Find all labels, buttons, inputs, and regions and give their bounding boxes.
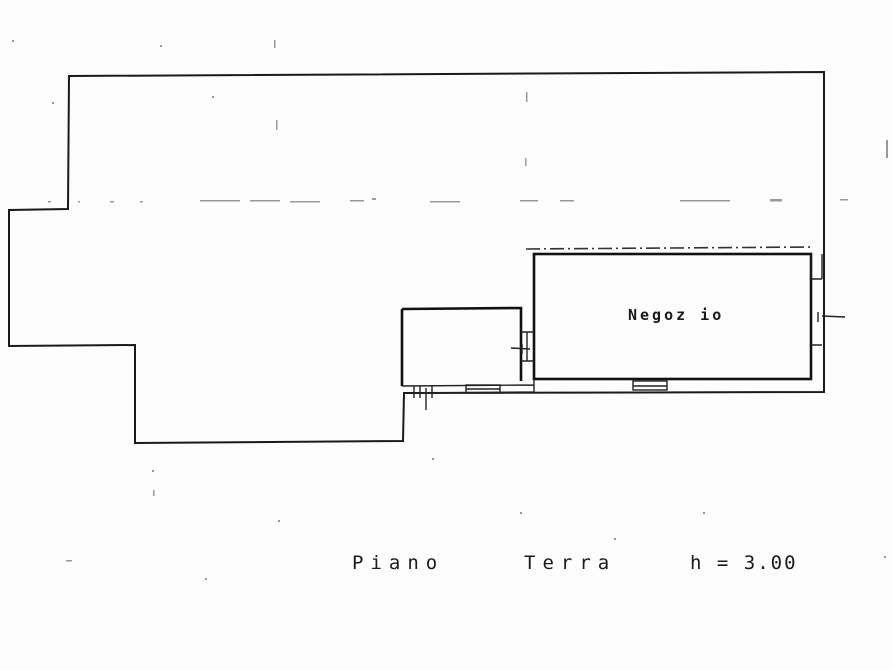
- room-label-negozio: Negoz io: [628, 306, 725, 324]
- annex-room-outline: [400, 306, 523, 386]
- bottom-wall: [401, 379, 535, 394]
- entrance-door-mark: [413, 386, 433, 410]
- caption-floor-word: Piano: [352, 552, 445, 574]
- inner-door-mark: [510, 344, 531, 354]
- caption-floor-name: Terra: [524, 552, 617, 574]
- right-door-mark: [817, 312, 846, 322]
- shop-right-wall: [810, 254, 823, 346]
- caption-ceiling-height: h = 3.00: [690, 552, 798, 574]
- scan-noise: [12, 40, 888, 580]
- annex-shop-wall: [521, 331, 534, 362]
- shop-room-outline: [532, 252, 813, 381]
- lot-boundary: [8, 70, 825, 445]
- dash-dot-line: [525, 246, 815, 250]
